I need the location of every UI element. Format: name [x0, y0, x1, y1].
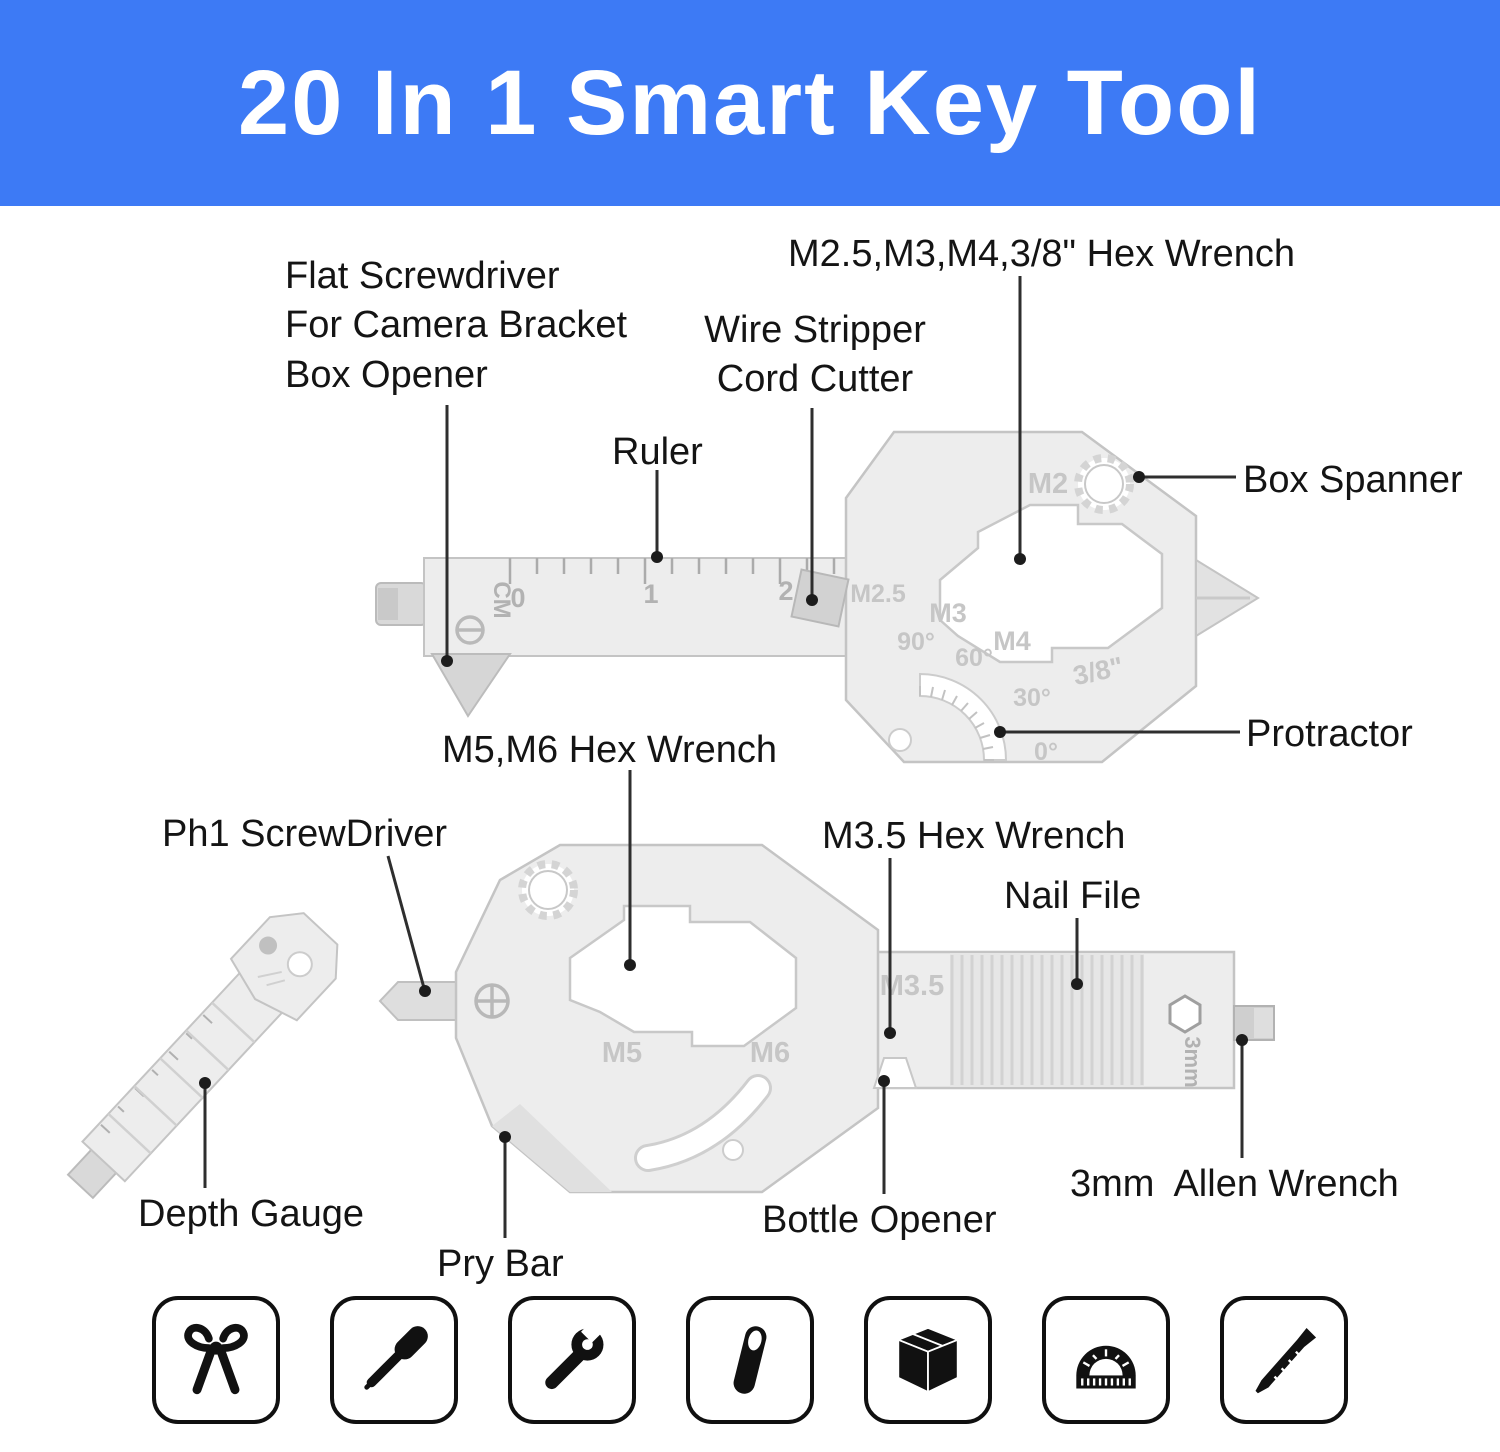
marking-0: 0 [510, 583, 525, 613]
hex-3mm-hole [1168, 994, 1202, 1034]
page-title: 20 In 1 Smart Key Tool [238, 51, 1262, 154]
label-m5-m6-hex: M5,M6 Hex Wrench [442, 729, 778, 771]
wrench-icon-card [508, 1296, 636, 1424]
marking-m6: M6 [750, 1037, 790, 1069]
bottle-opener-icon-card [686, 1296, 814, 1424]
label-hex-wrench-top: M2.5,M3,M4,3/8" Hex Wrench [788, 233, 1295, 275]
protractor-ticks [919, 686, 994, 761]
callout-dots [199, 471, 1248, 1143]
label-allen-wrench: 3mm Allen Wrench [1070, 1163, 1399, 1205]
depth-gauge-hole [286, 951, 313, 978]
marking-90: 90° [897, 628, 935, 656]
label-box-spanner: Box Spanner [1243, 459, 1463, 501]
protractor-icon [1076, 1345, 1136, 1389]
label-flat-screwdriver: Flat Screwdriver For Camera Bracket Box … [285, 252, 627, 400]
depth-gauge-dot [259, 936, 278, 955]
hex-cutout-top [938, 503, 1164, 664]
allen-rod-tip [1254, 1008, 1273, 1038]
feature-icon-row [0, 1296, 1500, 1424]
marking-m4: M4 [993, 626, 1031, 656]
marking-m5: M5 [602, 1037, 642, 1069]
gear-hole-bottom-inner [528, 870, 568, 910]
marking-2: 2 [778, 576, 793, 606]
protractor-arc [919, 672, 1008, 761]
label-line: Cord Cutter [716, 358, 914, 401]
ruler-ticks [508, 558, 836, 584]
callout-lines [203, 276, 1244, 1238]
label-line: For Camera Bracket [285, 304, 628, 347]
label-line: Flat Screwdriver [285, 255, 560, 297]
label-pry-bar: Pry Bar [437, 1243, 564, 1285]
label-ph1-screwdriver: Ph1 ScrewDriver [162, 813, 448, 855]
marking-m2: M2 [1028, 468, 1068, 500]
box-spanner-hole-inner [1084, 464, 1124, 504]
label-wire-stripper: Wire Stripper Cord Cutter [690, 306, 940, 405]
nail-file-area [950, 953, 1144, 1087]
depth-gauge-shaft [81, 968, 287, 1183]
marking-30: 30° [1013, 684, 1051, 712]
label-nail-file: Nail File [1004, 875, 1142, 917]
label-depth-gauge: Depth Gauge [138, 1193, 365, 1235]
marking-3mm: 3mm [1180, 1036, 1205, 1087]
depth-gauge-head [229, 912, 339, 1022]
top-key-tool: CM 0 1 2 M2 90° 60° 30° 0° M2.5 [375, 430, 1260, 766]
header-banner: 20 In 1 Smart Key Tool [0, 0, 1500, 206]
nail-file-icon [1255, 1327, 1317, 1394]
protractor-icon-card [1042, 1296, 1170, 1424]
marking-1: 1 [643, 579, 658, 609]
marking-0deg: 0° [1034, 738, 1058, 766]
label-line: Box Opener [285, 353, 488, 396]
lanyard-hole-top [888, 728, 912, 752]
flat-bit-shade [378, 588, 398, 620]
screwdriver-icon [364, 1326, 428, 1390]
flat-screw-symbol [455, 615, 485, 645]
pliers-icon-card [152, 1296, 280, 1424]
label-ruler: Ruler [612, 431, 703, 473]
nail-file-icon-card [1220, 1296, 1348, 1424]
wrench-icon [545, 1322, 605, 1390]
depth-gauge-segments [107, 1001, 256, 1155]
hex-cutout-bottom [568, 904, 798, 1048]
pliers-icon [184, 1323, 248, 1395]
box-icon-card [864, 1296, 992, 1424]
label-line: Wire Stripper [704, 309, 926, 351]
wire-stripper-block [790, 568, 850, 628]
marking-cm: CM [488, 581, 515, 618]
box-opener-flap [430, 653, 512, 718]
bottle-opener-icon [733, 1326, 767, 1394]
label-m3-5-hex: M3.5 Hex Wrench [822, 815, 1126, 857]
depth-gauge-detail [257, 970, 286, 987]
marking-m2-5: M2.5 [850, 580, 906, 608]
marking-60: 60° [955, 644, 993, 672]
ph1-tip [378, 981, 457, 1021]
label-protractor: Protractor [1246, 713, 1413, 755]
pry-bar-edge [492, 1104, 612, 1192]
lanyard-hole-bottom [722, 1139, 744, 1161]
marking-m3: M3 [929, 598, 967, 628]
screwdriver-icon-card [330, 1296, 458, 1424]
depth-gauge-tool [66, 912, 339, 1200]
box-icon [895, 1326, 961, 1394]
label-bottle-opener: Bottle Opener [762, 1199, 997, 1241]
nail-file-grooves [950, 955, 1144, 1085]
bottle-opener-slot [637, 1077, 769, 1169]
